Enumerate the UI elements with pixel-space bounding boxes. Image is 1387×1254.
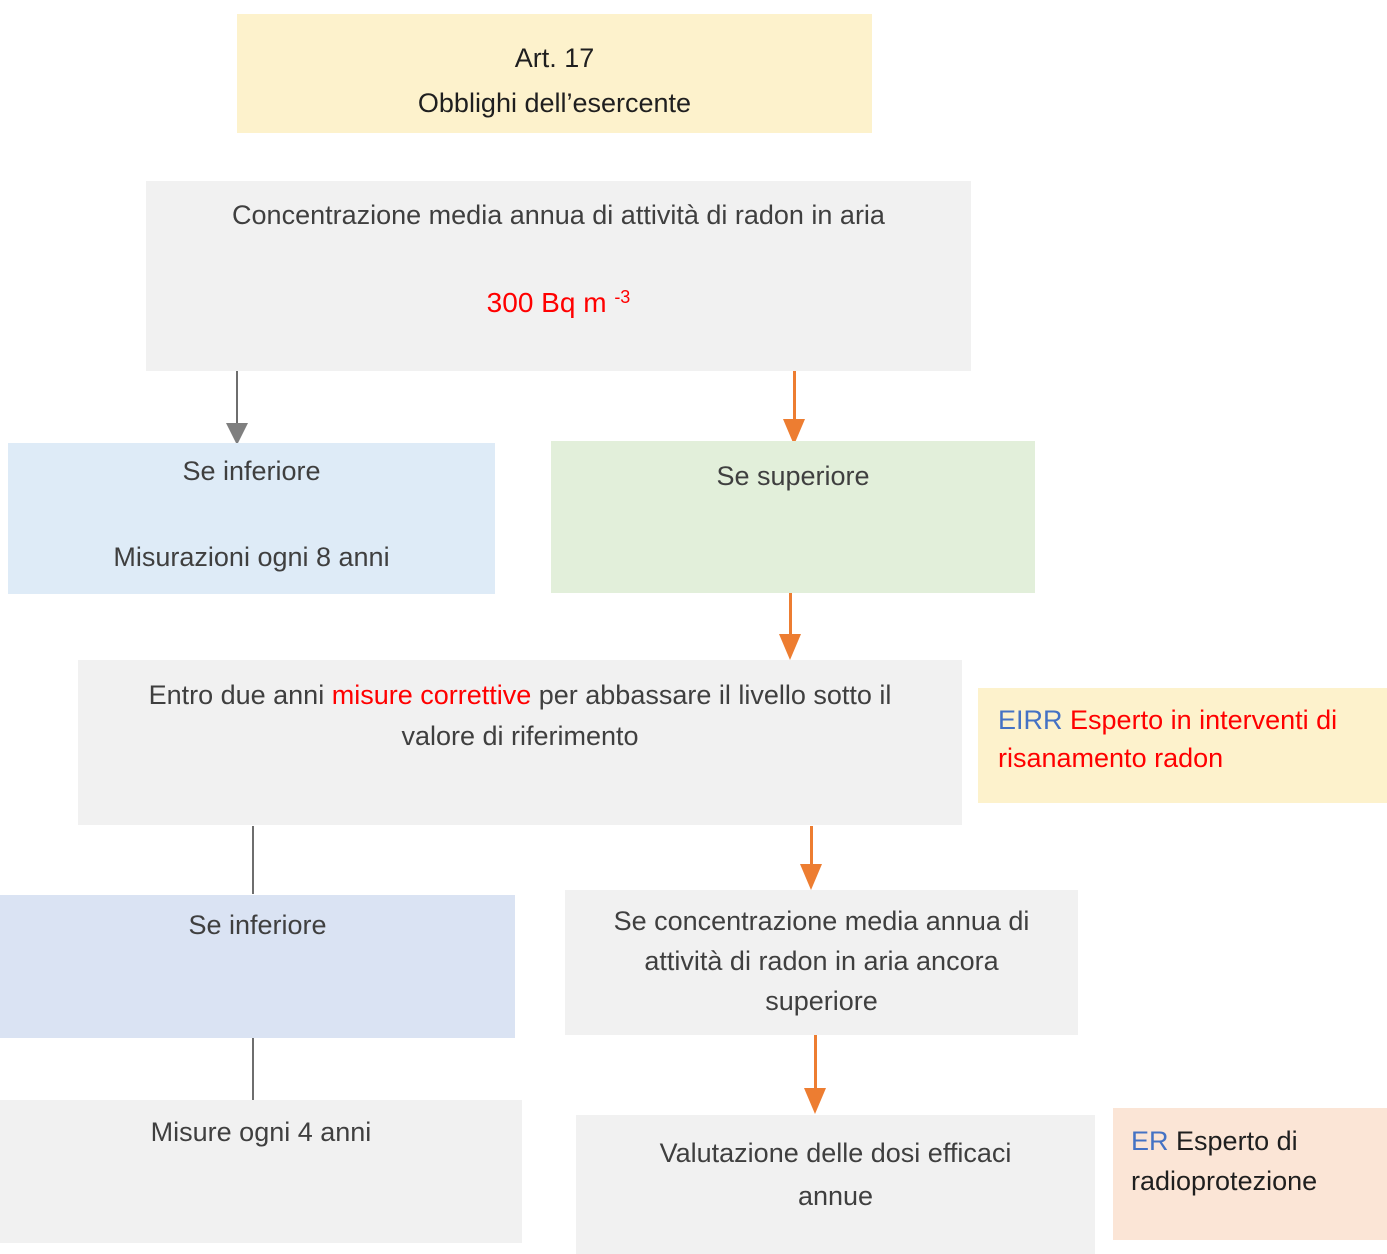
connector-line-orange-3 (810, 826, 813, 866)
if-lower-label: Se inferiore (182, 456, 321, 486)
still-higher-line3: superiore (765, 986, 878, 1016)
corrective-highlight: misure correttive (331, 680, 532, 710)
if-higher-box: Se superiore (551, 441, 1035, 593)
er-legend-box: ER Esperto di radioprotezione (1113, 1108, 1387, 1240)
er-line1: ER Esperto di (1131, 1126, 1298, 1156)
dose-evaluation-box: Valutazione delle dosi efficaci annue (576, 1115, 1095, 1254)
connector-line-gray-1 (236, 371, 238, 424)
connector-line-orange-2 (789, 593, 792, 635)
concentration-value: 300 Bq m -3 (486, 287, 631, 318)
still-higher-box: Se concentrazione media annua di attivit… (565, 890, 1078, 1035)
if-lower-2-box: Se inferiore (0, 895, 515, 1038)
concentration-box: Concentrazione media annua di attività d… (146, 181, 971, 371)
eirr-line1: EIRR Esperto in interventi di (998, 705, 1338, 735)
dose-evaluation-line2: annue (797, 1181, 874, 1211)
er-line2: radioprotezione (1131, 1166, 1318, 1196)
eirr-line2: risanamento radon (998, 743, 1224, 773)
eirr-legend-box: EIRR Esperto in interventi di risanament… (978, 688, 1387, 803)
still-higher-line2: attività di radon in aria ancora (644, 946, 999, 976)
title-line2: Obblighi dell’esercente (417, 88, 692, 118)
arrow-down-orange-icon-1 (783, 419, 805, 445)
arrow-down-orange-icon-2 (779, 634, 801, 660)
title-line1: Art. 17 (514, 43, 595, 73)
er-abbr: ER (1131, 1126, 1169, 1156)
measures-4-years-label: Misure ogni 4 anni (150, 1117, 372, 1147)
arrow-down-orange-icon-4 (804, 1088, 826, 1114)
arrow-down-gray-icon (226, 423, 248, 445)
dose-evaluation-line1: Valutazione delle dosi efficaci (659, 1138, 1012, 1168)
connector-line-orange-1 (793, 371, 796, 420)
if-lower-box: Se inferiore Misurazioni ogni 8 anni (8, 443, 495, 594)
corrective-measures-box: Entro due anni misure correttive per abb… (78, 660, 962, 825)
concentration-text: Concentrazione media annua di attività d… (232, 200, 885, 230)
title-box: Art. 17 Obblighi dell’esercente (237, 14, 872, 133)
if-lower-2-label: Se inferiore (188, 910, 327, 940)
measurements-8-years-label: Misurazioni ogni 8 anni (113, 542, 390, 572)
connector-line-gray-2 (252, 826, 254, 894)
arrow-down-orange-icon-3 (800, 864, 822, 890)
measures-4-years-box: Misure ogni 4 anni (0, 1100, 522, 1243)
still-higher-line1: Se concentrazione media annua di (613, 906, 1030, 936)
if-higher-label: Se superiore (716, 461, 870, 491)
connector-line-gray-3 (252, 1038, 254, 1100)
corrective-line2: valore di riferimento (401, 721, 639, 751)
eirr-abbr: EIRR (998, 705, 1063, 735)
corrective-line1: Entro due anni misure correttive per abb… (148, 680, 892, 710)
connector-line-orange-4 (814, 1035, 817, 1089)
concentration-exponent: -3 (614, 287, 631, 307)
